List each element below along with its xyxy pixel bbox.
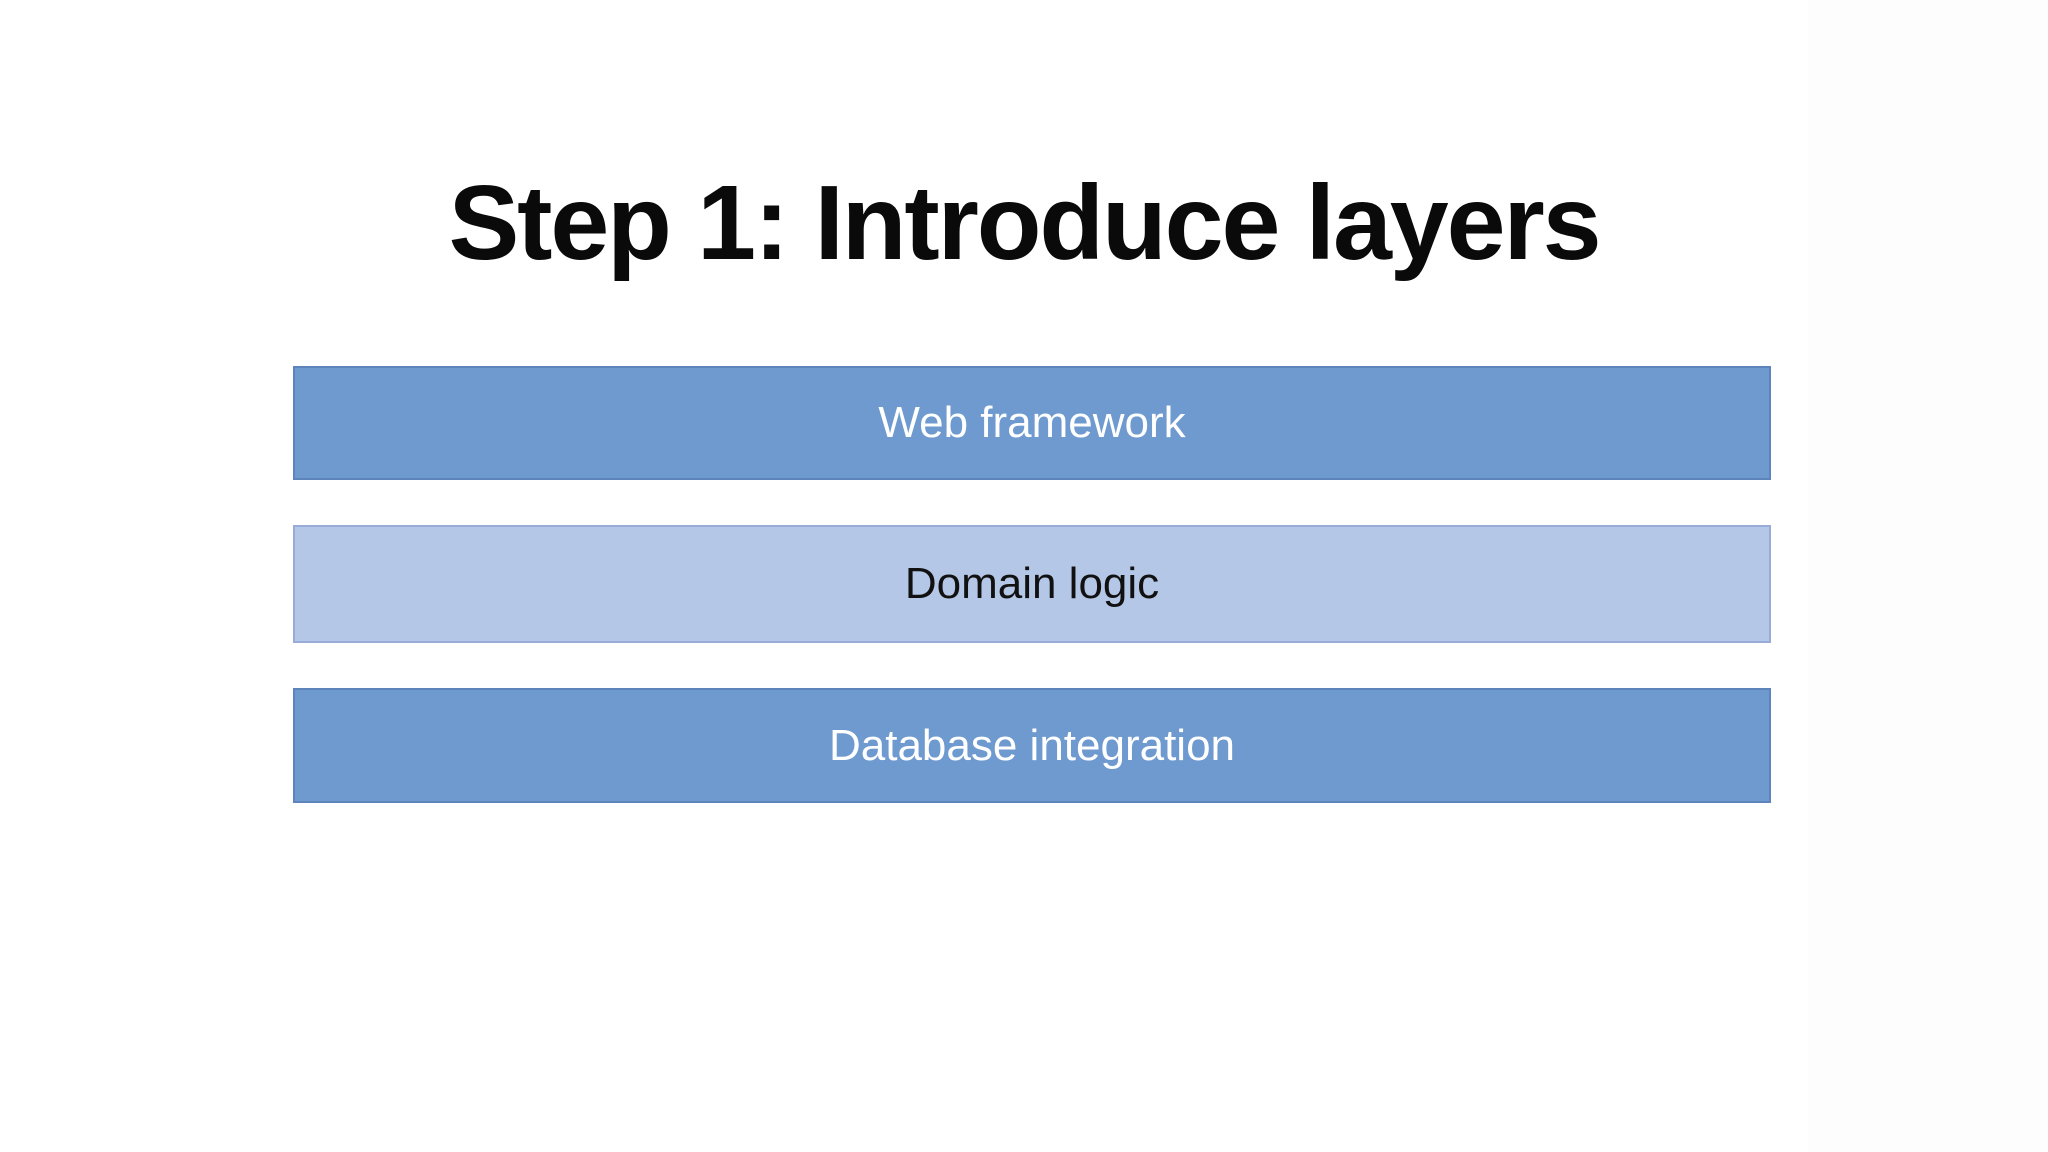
layer-box-web-framework: Web framework (293, 366, 1771, 480)
slide-right-edge-tint (1808, 0, 2048, 1152)
layer-box-database-integration: Database integration (293, 688, 1771, 803)
layer-label-domain-logic: Domain logic (904, 559, 1160, 608)
layer-label-web-framework: Web framework (878, 398, 1186, 447)
layer-label-database-integration: Database integration (828, 720, 1236, 770)
slide-title: Step 1: Introduce layers (448, 164, 1602, 283)
layer-diagram: Web framework Domain logic Database inte… (293, 0, 1771, 1152)
layer-box-domain-logic: Domain logic (293, 525, 1771, 643)
